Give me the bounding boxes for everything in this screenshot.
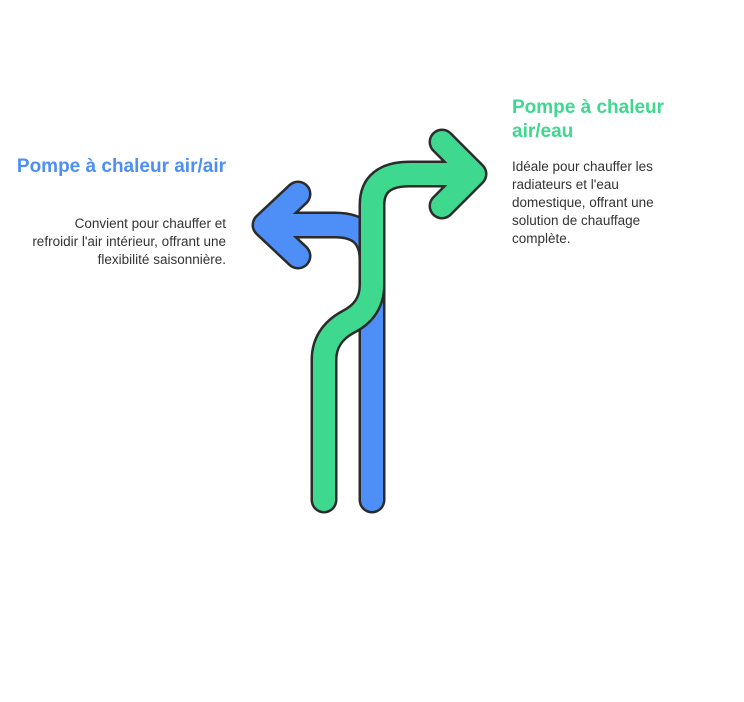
left-title: Pompe à chaleur air/air (16, 156, 226, 177)
right-description: Idéale pour chauffer les radiateurs et l… (512, 159, 654, 246)
left-description: Convient pour chauffer et refroidir l'ai… (32, 216, 226, 267)
arrow-right-icon (310, 128, 488, 514)
right-title: Pompe à chaleur air/eau (512, 97, 665, 142)
